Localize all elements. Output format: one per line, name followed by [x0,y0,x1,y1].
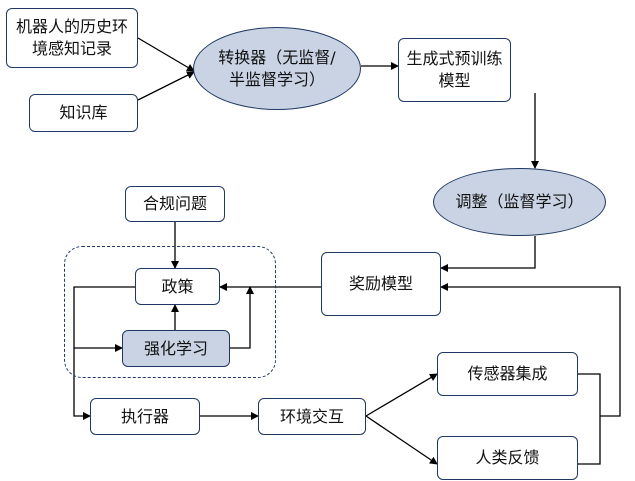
edge-env-to-sensor [365,373,438,417]
edge-policy-left-to-executor [73,286,135,420]
node-human-feedback-label: 人类反馈 [475,448,540,467]
edge-history-to-converter [137,37,195,72]
node-policy-label: 政策 [161,276,194,296]
node-knowledge: 知识库 [29,94,138,132]
node-executor: 执行器 [90,398,200,435]
node-policy: 政策 [135,268,220,305]
node-rl: 强化学习 [122,330,230,367]
node-finetune: 调整（监督学习） [433,168,606,236]
policy-rl-group [64,246,276,378]
node-converter-label: 转换器（无监督/半监督学习） [218,47,336,89]
node-reward-label: 奖励模型 [348,274,413,293]
node-env-interaction-label: 环境交互 [279,406,344,426]
edge-feedback-to-reward [441,287,621,465]
node-reward: 奖励模型 [321,252,441,316]
node-pretrained-label: 生成式预训练模型 [406,49,503,90]
node-rl-label: 强化学习 [143,338,208,358]
node-sensor-fusion: 传感器集成 [437,352,578,396]
node-executor-label: 执行器 [120,406,169,426]
node-history-label: 机器人的历史环境感知记录 [15,17,128,58]
node-human-feedback: 人类反馈 [437,436,578,480]
edge-finetune-to-reward [440,236,536,272]
edge-rl-to-policy-right [230,286,254,349]
node-history: 机器人的历史环境感知记录 [6,8,138,68]
node-knowledge-label: 知识库 [59,103,108,122]
node-compliance-label: 合规问题 [142,194,207,213]
node-pretrained: 生成式预训练模型 [398,38,511,102]
node-sensor-fusion-label: 传感器集成 [467,364,548,383]
edge-knowledge-to-converter [137,71,195,101]
node-env-interaction: 环境交互 [258,398,366,435]
node-compliance: 合规问题 [125,186,225,222]
edge-env-to-human [365,415,438,465]
node-finetune-label: 调整（监督学习） [455,192,584,211]
node-converter: 转换器（无监督/半监督学习） [193,27,361,110]
